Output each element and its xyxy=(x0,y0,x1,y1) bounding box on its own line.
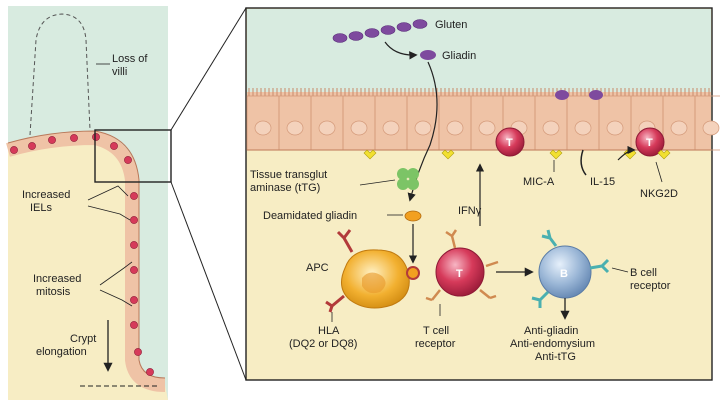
left-epithelium-edge xyxy=(7,130,166,379)
zoom-box xyxy=(94,129,172,183)
epithelial-nucleus xyxy=(574,120,592,136)
il15-pointer xyxy=(580,149,587,176)
gluten-bead xyxy=(364,28,380,38)
left-iel xyxy=(70,134,78,142)
left-iel xyxy=(110,142,118,150)
epithelial-nucleus xyxy=(542,120,560,136)
left-iel xyxy=(130,241,138,249)
epithelial-nucleus xyxy=(382,120,400,136)
lumen xyxy=(247,9,711,97)
t-cell-receptors xyxy=(425,229,499,302)
left-epithelium-band xyxy=(6,130,166,392)
deamidated-gliadin-molecule xyxy=(404,210,422,222)
epithelial-nucleus xyxy=(446,120,464,136)
b-cell: B xyxy=(538,245,592,299)
epithelial-nucleus xyxy=(318,120,336,136)
svg-text:T: T xyxy=(506,137,513,149)
hla-receptor-bottom xyxy=(325,294,345,313)
gluten-bead xyxy=(332,33,348,43)
iel-pointer xyxy=(87,185,129,201)
apc-cell xyxy=(340,249,410,309)
cytokine-marker xyxy=(363,149,377,160)
left-iel xyxy=(130,321,138,329)
left-iel-group xyxy=(10,133,154,376)
epithelial-nucleus xyxy=(414,120,432,136)
epithelial-nucleus xyxy=(478,120,496,136)
surface-gliadin-1 xyxy=(555,90,569,100)
iel-pointer-2 xyxy=(87,205,131,221)
svg-text:T: T xyxy=(456,268,463,280)
left-iel xyxy=(28,142,36,150)
gluten-bead xyxy=(380,25,396,35)
apc-label: APC xyxy=(306,262,329,274)
left-iel xyxy=(130,216,138,224)
presented-gliadin xyxy=(406,266,420,280)
t-cell: T xyxy=(435,247,485,297)
epithelial-nucleus xyxy=(350,120,368,136)
hla-label: HLA(DQ2 or DQ8) xyxy=(289,325,357,350)
bcr-pointer xyxy=(611,267,629,273)
left-iel xyxy=(10,146,18,154)
mitosis-pointer xyxy=(99,261,133,286)
mica-label: MIC-A xyxy=(523,176,555,188)
zoom-line-bottom xyxy=(170,181,247,381)
left-iel xyxy=(124,156,132,164)
left-iel xyxy=(92,133,100,141)
ttg-enzyme xyxy=(397,168,419,190)
epithelial-nucleus xyxy=(670,120,688,136)
epithelium xyxy=(247,92,711,150)
svg-text:T: T xyxy=(646,137,653,149)
deamidated-gliadin-label: Deamidated gliadin xyxy=(263,210,357,222)
epithelial-nucleus xyxy=(702,120,720,136)
left-iel xyxy=(130,296,138,304)
epithelial-nucleus xyxy=(606,120,624,136)
ifn-label: IFNγ xyxy=(458,205,482,217)
gluten-label: Gluten xyxy=(435,19,467,31)
hla-receptor-top xyxy=(336,229,354,253)
left-iel xyxy=(48,136,56,144)
gluten-bead xyxy=(396,22,412,32)
zoom-line-top xyxy=(170,7,247,131)
cytokine-marker xyxy=(657,149,671,160)
left-iel xyxy=(146,368,154,376)
gliadin-molecule xyxy=(420,50,436,60)
left-iel xyxy=(134,348,142,356)
left-iel xyxy=(130,266,138,274)
b-cell-receptors xyxy=(531,229,610,308)
gliadin-label: Gliadin xyxy=(442,50,476,62)
iel-t-cell-1: T xyxy=(495,127,525,157)
svg-text:B: B xyxy=(560,268,568,280)
gluten-to-gliadin-arrow xyxy=(384,41,418,60)
gluten-chain xyxy=(332,19,428,43)
gluten-bead xyxy=(348,31,364,41)
il15-to-iel-arrow xyxy=(617,145,636,161)
nkg2d-pointer xyxy=(655,161,663,183)
ttg-pointer xyxy=(359,179,396,186)
surface-gliadin-2 xyxy=(589,90,603,100)
cytokine-marker xyxy=(441,149,455,160)
lost-villus-outline xyxy=(29,13,91,136)
cytokine-marker xyxy=(549,149,563,160)
gluten-bead xyxy=(412,19,428,29)
epithelial-nucleus xyxy=(254,120,272,136)
mitosis-pointer-2 xyxy=(99,289,133,307)
left-iel xyxy=(130,192,138,200)
iel-t-cell-2: T xyxy=(635,127,665,157)
il15-label: IL-15 xyxy=(590,176,615,188)
epithelial-nucleus xyxy=(286,120,304,136)
nkg2d-label: NKG2D xyxy=(640,188,678,200)
